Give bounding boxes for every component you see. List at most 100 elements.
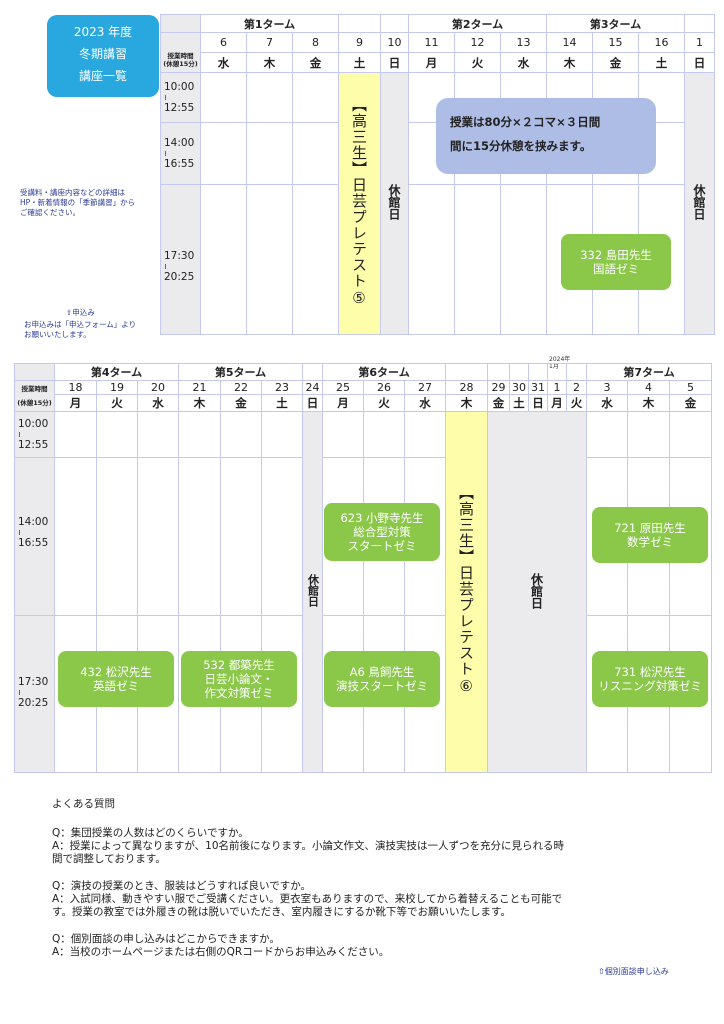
date: 6	[200, 32, 247, 53]
date: 7	[246, 32, 293, 53]
schedule-table-1: 第1ターム 第2ターム 第3ターム 授業時間(休憩15分) 6 7 8 9 10…	[160, 14, 716, 335]
weekday: 土	[509, 394, 530, 412]
term-4: 第4ターム	[53, 363, 180, 381]
link-icon: ⇧	[598, 967, 605, 976]
weekday: 火	[566, 394, 588, 412]
badge-title: 冬期講習	[78, 47, 127, 61]
date: 1	[684, 32, 716, 53]
weekday: 水	[200, 52, 247, 73]
date: 11	[408, 32, 456, 53]
weekday: 月	[322, 394, 365, 412]
course-532[interactable]: 532 都築先生 日芸小論文・ 作文対策ゼミ	[181, 651, 297, 707]
weekday: 日	[528, 394, 549, 412]
date: 31	[528, 380, 549, 395]
date: 24	[302, 380, 324, 395]
weekday: 金	[592, 52, 640, 73]
date: 15	[592, 32, 640, 53]
weekday: 水	[136, 394, 180, 412]
time-header: 授業時間(休憩15分)	[17, 385, 52, 407]
faq-question: Q：演技の授業のとき、服装はどうすれば良いですか。	[52, 880, 312, 892]
time-slot-3: 17:30≀20:25	[14, 615, 55, 773]
date: 21	[178, 380, 222, 395]
interview-apply-link[interactable]: ⇧個別面談申し込み	[598, 967, 669, 976]
title-badge: 2023 年度 冬期講習 講座一覧	[47, 15, 159, 97]
link-icon: ⇧	[66, 308, 73, 317]
date: 12	[454, 32, 502, 53]
course-332[interactable]: 332 島田先生 国語ゼミ	[561, 234, 671, 290]
time-slot-1: 10:00≀12:55	[160, 72, 201, 123]
time-header: 授業時間(休憩15分)	[163, 51, 198, 68]
weekday: 金	[291, 52, 340, 73]
weekday: 火	[96, 394, 138, 412]
date: 25	[322, 380, 365, 395]
weekday: 金	[220, 394, 263, 412]
faq-answer: A：当校のホームページまたは右側のQRコードからお申込みください。	[52, 946, 390, 958]
weekday: 土	[638, 52, 686, 73]
weekday: 日	[380, 52, 410, 73]
date: 10	[380, 32, 410, 53]
weekday: 水	[586, 394, 629, 412]
date: 14	[546, 32, 594, 53]
faq-question: Q：集団授業の人数はどのくらいですか。	[52, 827, 249, 839]
date: 20	[136, 380, 180, 395]
weekday: 水	[404, 394, 447, 412]
course-a6[interactable]: A6 鳥飼先生 演技スタートゼミ	[324, 651, 440, 707]
time-slot-3: 17:30≀20:25	[160, 184, 201, 335]
course-731[interactable]: 731 松沢先生 リスニング対策ゼミ	[592, 651, 708, 707]
weekday: 木	[627, 394, 671, 412]
date: 28	[445, 380, 489, 395]
faq-answer: A：授業によって異なりますが、10名前後になります。小論文作文、演技実技は一人ず…	[52, 840, 564, 865]
date: 26	[363, 380, 406, 395]
faq-answer: A：入試同様、動きやすい服でご受講ください。更衣室もありますので、来校してから着…	[52, 893, 563, 918]
date: 23	[261, 380, 304, 395]
course-623[interactable]: 623 小野寺先生 総合型対策 スタートゼミ	[324, 503, 440, 561]
weekday: 月	[408, 52, 456, 73]
date: 16	[638, 32, 686, 53]
term-2: 第2ターム	[408, 14, 548, 33]
weekday: 木	[546, 52, 594, 73]
date: 22	[220, 380, 263, 395]
date: 1	[547, 380, 568, 395]
badge-subtitle: 講座一覧	[78, 69, 127, 83]
term-3: 第3ターム	[546, 14, 686, 33]
date: 13	[500, 32, 548, 53]
weekday: 土	[338, 52, 382, 73]
weekday: 木	[246, 52, 293, 73]
info-box: 授業は80分×２コマ×３日間 間に15分休憩を挟みます。	[436, 98, 656, 174]
course-432[interactable]: 432 松沢先生 英語ゼミ	[58, 651, 174, 707]
pretest-6: 【高三生】日芸プレテスト⑥	[445, 411, 489, 773]
weekday: 土	[261, 394, 304, 412]
weekday: 日	[302, 394, 324, 412]
closed-period: 休館日	[487, 411, 588, 773]
closed-day: 休館日	[380, 72, 410, 335]
closed-day: 休館日	[302, 411, 324, 773]
date: 5	[669, 380, 713, 395]
weekday: 月	[54, 394, 97, 412]
weekday: 日	[684, 52, 716, 73]
date: 29	[487, 380, 511, 395]
apply-link[interactable]: ⇧申込み	[66, 308, 95, 317]
faq-question: Q：個別面談の申し込みはどこからできますか。	[52, 933, 280, 945]
term-5: 第5ターム	[178, 363, 304, 381]
weekday: 木	[178, 394, 222, 412]
weekday: 木	[445, 394, 489, 412]
date: 30	[509, 380, 530, 395]
pretest-5: 【高三生】日芸プレテスト⑤	[338, 72, 382, 335]
badge-year: 2023 年度	[73, 25, 133, 39]
date: 9	[338, 32, 382, 53]
course-721[interactable]: 721 原田先生 数学ゼミ	[592, 507, 708, 563]
weekday: 火	[363, 394, 406, 412]
date: 2	[566, 380, 588, 395]
schedule-table-2: 第4ターム 第5ターム 第6ターム 第7ターム 授業時間(休憩15分) 18 1…	[14, 363, 713, 773]
faq-title: よくある質問	[52, 798, 115, 810]
term-1: 第1ターム	[199, 14, 340, 33]
weekday: 金	[487, 394, 511, 412]
faq-section: よくある質問 Q：集団授業の人数はどのくらいですか。 A：授業によって異なります…	[52, 798, 572, 959]
weekday: 水	[500, 52, 548, 73]
time-slot-2: 14:00≀16:55	[160, 122, 201, 185]
date: 18	[54, 380, 97, 395]
date: 3	[586, 380, 629, 395]
closed-day: 休館日	[684, 72, 716, 335]
time-slot-1: 10:00≀12:55	[14, 411, 55, 458]
date: 4	[627, 380, 671, 395]
